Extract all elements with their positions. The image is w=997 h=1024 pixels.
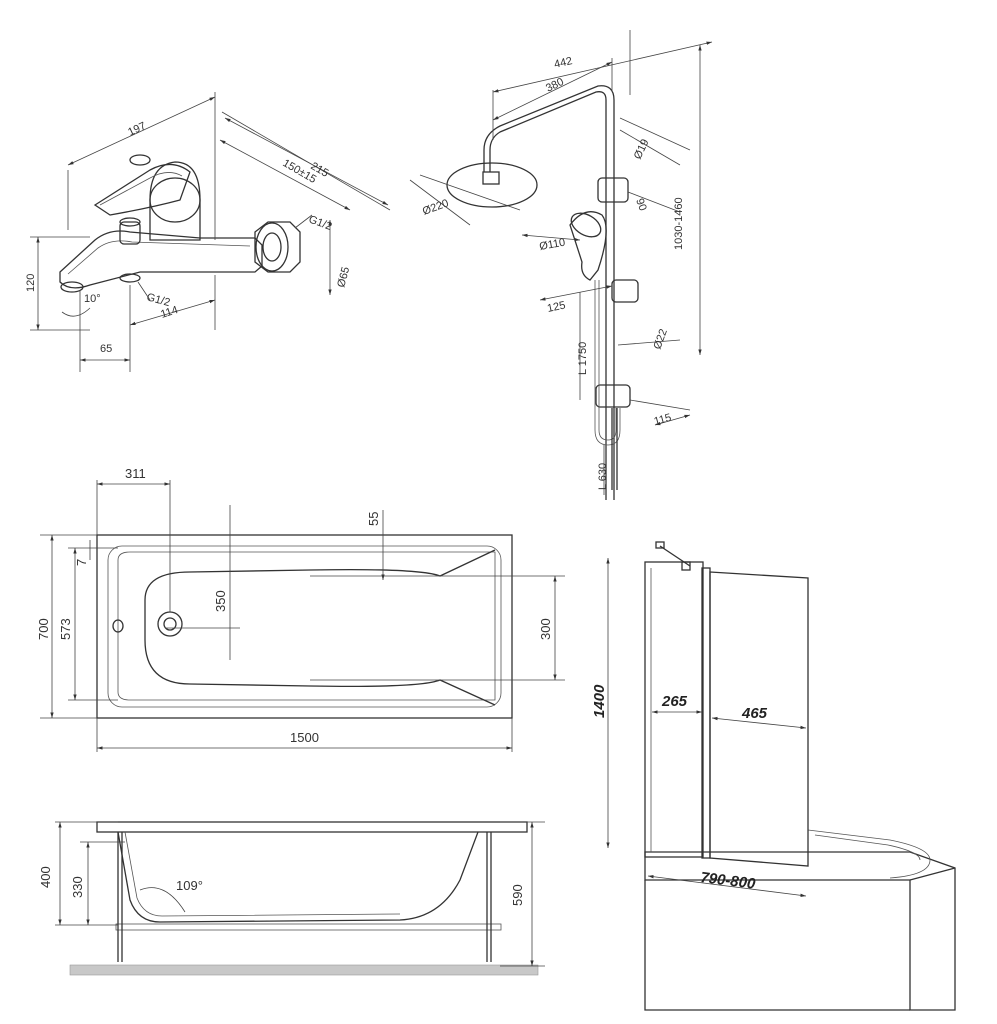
dim-1400: 1400 xyxy=(591,684,608,718)
dim-1030-1460: 1030-1460 xyxy=(673,197,685,250)
dim-l630: L 630 xyxy=(597,463,609,490)
dim-300: 300 xyxy=(538,618,553,640)
dim-o19: Ø19 xyxy=(632,137,652,161)
dim-150-15: 150±15 xyxy=(281,157,319,186)
dim-l1750: L 1750 xyxy=(577,342,589,375)
bathtub-side-drawing: 400 330 109° 590 xyxy=(38,821,545,976)
dim-90: 90 xyxy=(633,197,648,213)
dim-o65: Ø65 xyxy=(335,266,352,289)
dim-g12-bottom: G1/2 xyxy=(145,291,171,309)
dim-109deg: 109° xyxy=(176,878,203,893)
dim-400: 400 xyxy=(38,866,53,888)
dim-573: 573 xyxy=(58,618,73,640)
dim-311: 311 xyxy=(125,466,146,481)
dim-350: 350 xyxy=(213,590,228,612)
dim-120: 120 xyxy=(25,274,37,292)
dim-7: 7 xyxy=(74,559,89,566)
dim-330: 330 xyxy=(70,876,85,898)
dim-g12-top: G1/2 xyxy=(307,214,334,233)
dim-65: 65 xyxy=(100,343,112,355)
dim-o110: Ø110 xyxy=(538,237,566,253)
dim-55: 55 xyxy=(366,512,381,526)
dim-790-800: 790-800 xyxy=(700,869,757,893)
dim-197: 197 xyxy=(126,120,148,139)
dim-380: 380 xyxy=(544,76,566,95)
dim-o220: Ø220 xyxy=(421,197,450,217)
dim-700: 700 xyxy=(36,618,51,640)
dim-465: 465 xyxy=(741,705,768,722)
dim-10deg: 10° xyxy=(84,293,101,305)
dim-125: 125 xyxy=(546,299,566,315)
dim-442: 442 xyxy=(553,55,574,71)
dim-265: 265 xyxy=(661,693,688,710)
dim-114: 114 xyxy=(159,304,179,321)
bath-faucet-drawing: 197 215 150±15 120 G1/2 G1/2 10° Ø65 65 … xyxy=(25,92,391,372)
dim-115: 115 xyxy=(653,412,673,428)
shower-system-drawing: 442 380 Ø19 1030-1460 Ø220 90 Ø110 125 L… xyxy=(409,30,713,500)
dim-590: 590 xyxy=(510,884,525,906)
shower-screen-drawing: 1400 265 465 790-800 xyxy=(591,541,956,1011)
dim-1500: 1500 xyxy=(290,730,319,745)
dim-o22: Ø22 xyxy=(652,327,670,351)
bathtub-plan-drawing: 311 55 7 350 700 573 300 1500 xyxy=(36,466,565,752)
